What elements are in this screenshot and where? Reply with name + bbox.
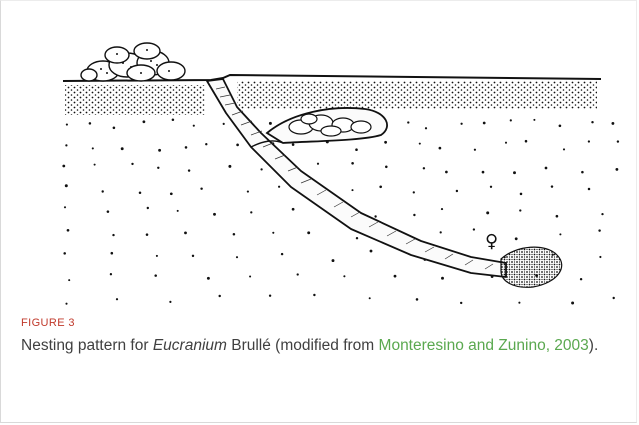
female-symbol: ♀ [485, 231, 498, 252]
genus-name: Eucranium [153, 337, 227, 354]
caption-mid: Brullé (modified from [227, 337, 379, 354]
surface-dung-pile [81, 43, 185, 81]
figure-label: FIGURE 3 [21, 317, 621, 329]
citation-link[interactable]: Monteresino and Zunino, 2003 [379, 337, 589, 354]
brood-chamber [501, 247, 562, 287]
nest-illustration: ♀ [1, 1, 639, 321]
caption-suffix: ). [589, 337, 598, 354]
caption-text: Nesting pattern for Eucranium Brullé (mo… [21, 335, 621, 357]
figure-caption: FIGURE 3 Nesting pattern for Eucranium B… [21, 317, 621, 357]
caption-prefix: Nesting pattern for [21, 337, 153, 354]
